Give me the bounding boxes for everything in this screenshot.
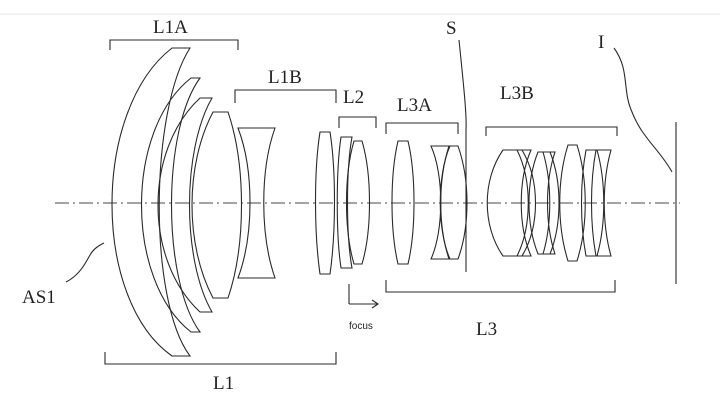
- label-l1: L1: [213, 373, 234, 394]
- focus-arrow-head: [371, 299, 379, 309]
- label-focus: focus: [349, 321, 373, 332]
- lens-l1a-1: [111, 47, 192, 357]
- label-l3a: L3A: [397, 95, 432, 116]
- bracket-l1a: [109, 39, 239, 50]
- bracket-l3: [385, 280, 616, 293]
- lens-group-l3a: [391, 140, 468, 265]
- bracket-l3a: [385, 122, 459, 134]
- lens-l3a-3: [440, 145, 468, 260]
- label-l1b: L1B: [268, 67, 302, 88]
- lens-l1b-3: [314, 131, 336, 275]
- bracket-l1b: [234, 89, 337, 103]
- label-l3b: L3B: [500, 83, 534, 104]
- bracket-l2: [338, 116, 377, 128]
- focus-arrow: [348, 284, 379, 309]
- bracket-l1: [104, 352, 337, 365]
- label-l1a: L1A: [153, 17, 188, 38]
- lens-l3a-1: [391, 140, 415, 265]
- lens-group-l2: [336, 136, 371, 269]
- bracket-l3b: [485, 126, 618, 136]
- label-as1: AS1: [22, 287, 56, 308]
- lens-l3b-6: [580, 149, 597, 257]
- stop-s-line: [458, 39, 467, 272]
- lens-l1a-2: [140, 77, 202, 333]
- lens-group-l1b: [191, 111, 336, 299]
- lens-l1b-2: [237, 127, 276, 279]
- image-leader-line: [613, 47, 673, 173]
- brackets: [104, 39, 618, 365]
- lens-group-l3b: [486, 144, 612, 262]
- label-s: S: [446, 18, 457, 39]
- as1-leader-line: [65, 242, 105, 283]
- label-l2: L2: [343, 87, 364, 108]
- lens-group-l1a: [111, 47, 213, 357]
- lens-l1b-1: [191, 111, 243, 299]
- label-i: I: [598, 32, 604, 53]
- lens-l3b-2: [516, 149, 532, 257]
- lens-l2-2: [345, 140, 371, 265]
- lens-l3b-7: [596, 149, 612, 257]
- lens-l3b-4: [542, 151, 556, 255]
- lens-l1a-3: [157, 97, 213, 313]
- label-l3: L3: [476, 319, 497, 340]
